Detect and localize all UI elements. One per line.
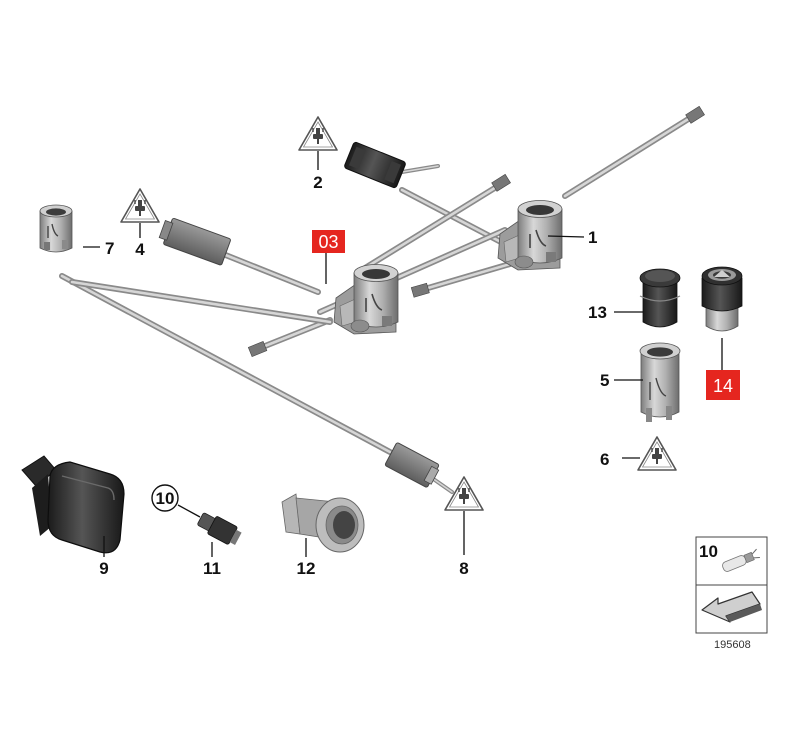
bulb-holder-11 — [197, 512, 242, 545]
cap-13 — [639, 268, 681, 328]
callout-6: 6 — [600, 450, 609, 469]
socket-ring-12 — [281, 493, 365, 553]
leader-lines — [83, 151, 723, 557]
lighter-14 — [701, 266, 743, 332]
callout-4: 4 — [135, 240, 145, 259]
callout-5: 5 — [600, 371, 609, 390]
legend-box: 10 — [695, 536, 768, 634]
callout-14: 14 — [713, 376, 733, 396]
callout-3: 03 — [318, 232, 338, 252]
socket-assembly-1 — [497, 199, 563, 271]
callout-14-highlight — [706, 370, 740, 400]
direction-arrow-icon — [701, 591, 762, 623]
connector-block-4 — [158, 217, 231, 266]
wiring-harness — [59, 115, 693, 494]
callout-labels: 1 2 03 4 5 6 7 8 9 10 11 12 13 14 — [99, 173, 740, 578]
legend-box-number: 10 — [699, 542, 718, 561]
warning-plug-icon-2 — [298, 116, 338, 151]
callout-10: 10 — [156, 489, 175, 508]
cover-9 — [21, 455, 125, 554]
callout-7: 7 — [105, 239, 114, 258]
bulb-icon — [722, 548, 760, 572]
connector-block-8 — [384, 442, 440, 488]
catalog-number: 195608 — [714, 639, 751, 651]
connector-block-2 — [344, 141, 406, 189]
callout-12: 12 — [297, 559, 316, 578]
callout-3-highlight — [312, 230, 345, 253]
wire-end-terminals — [247, 105, 705, 358]
callout-13: 13 — [588, 303, 607, 322]
callout-11: 11 — [203, 559, 221, 578]
warning-plug-icon-6 — [637, 436, 677, 471]
socket-assembly-3 — [333, 263, 399, 335]
socket-7 — [39, 204, 73, 253]
callout-9: 9 — [99, 559, 108, 578]
callout-10-circle — [151, 484, 179, 512]
callout-2: 2 — [313, 173, 322, 192]
callout-1: 1 — [588, 228, 597, 247]
socket-5 — [639, 342, 681, 422]
callout-8: 8 — [459, 559, 468, 578]
warning-plug-icon-4 — [120, 188, 160, 223]
